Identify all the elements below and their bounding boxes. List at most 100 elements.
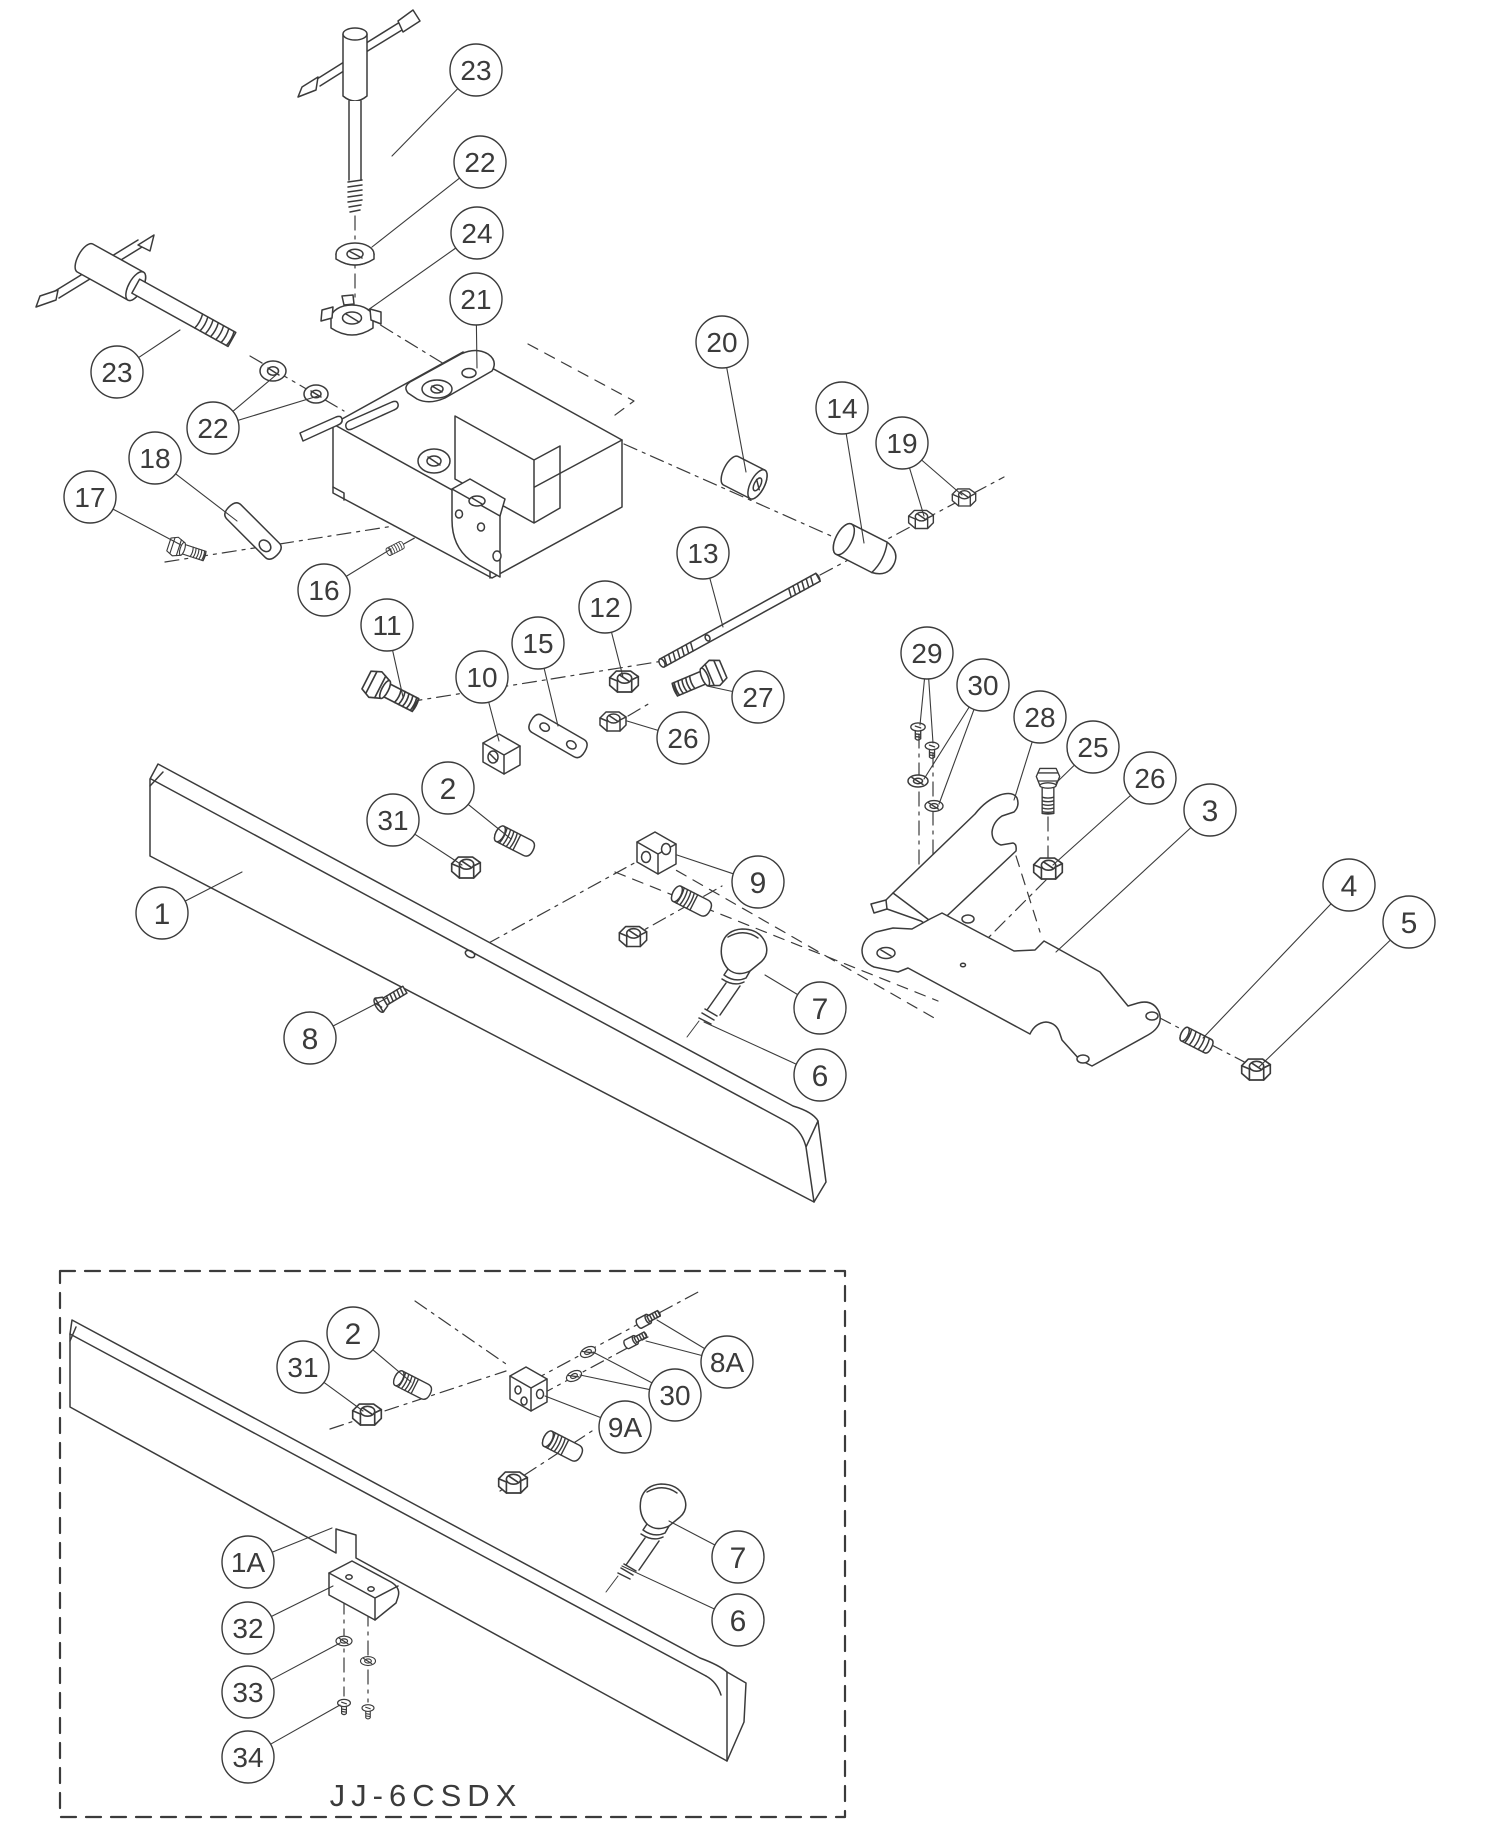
leader-line [923,706,970,780]
balloon-22: 22 [453,135,507,189]
balloon-number: 13 [687,538,718,569]
washer-30b-icon [924,799,944,813]
balloon-18: 18 [128,431,182,485]
leader-line [928,678,934,744]
inset-lock-knob-icon [605,1483,687,1593]
leader-line [921,459,963,496]
leader-line [467,803,512,840]
leader-line [270,1642,341,1681]
slide-block-icon [482,733,521,775]
balloon-14: 14 [815,381,869,435]
balloon-26: 26 [1123,751,1177,805]
balloon-number: 21 [460,284,491,315]
balloon-circle [283,1011,337,1065]
balloon-number: 17 [74,482,105,513]
balloon-33: 33 [221,1665,275,1719]
hex-nut-19a-icon [907,509,935,530]
balloon-17: 17 [63,470,117,524]
balloon-circle [711,1593,765,1647]
balloon-number: 33 [232,1677,263,1708]
balloon-number: 12 [589,592,620,623]
balloon-circle [326,1306,380,1360]
balloon-30: 30 [956,658,1010,712]
leader-line [709,577,724,628]
balloon-8A: 8A [700,1335,754,1389]
balloon-number: 1 [154,898,171,931]
balloon-3: 3 [1183,783,1237,837]
balloon-number: 7 [812,993,829,1026]
balloon-31: 31 [366,793,420,847]
balloon-number: 6 [812,1060,829,1093]
balloon-21: 21 [449,272,503,326]
pivot-roller-icon [832,522,897,575]
balloon-circle [578,580,632,634]
t-handle-bolt-left-icon [35,234,237,348]
balloon-7: 7 [711,1530,765,1584]
leader-line [938,708,975,805]
balloon-number: 6 [730,1605,747,1638]
screw-29a-icon [910,722,926,741]
leader-line [919,678,926,726]
balloon-circle [1382,895,1436,949]
balloon-circle [900,626,954,680]
balloon-circle [297,563,351,617]
balloon-circle [135,886,189,940]
balloon-circle [656,711,710,765]
leader-line [367,247,457,311]
hex-bolt-25-icon [1035,767,1061,815]
balloon-12: 12 [578,580,632,634]
slide-plate-icon [861,912,1161,1067]
inset-guide-block-icon [509,1366,548,1412]
hex-nut-5-icon [1240,1058,1272,1081]
stop-block-icon [328,1560,400,1621]
balloon-6: 6 [711,1593,765,1647]
balloon-circle [1322,858,1376,912]
leader-line [764,974,799,996]
mount-bracket-icon [451,478,506,578]
balloon-number: 19 [886,428,917,459]
leader-line [908,467,925,517]
stud-9-icon [668,883,715,919]
leader-line [626,720,659,731]
balloon-23: 23 [449,43,503,97]
balloon-number: 32 [232,1613,263,1644]
balloon-circle [449,43,503,97]
balloon-number: 15 [522,628,553,659]
flat-washer-icon [335,242,375,266]
hex-bolt-27-icon [668,655,730,704]
balloon-number: 26 [667,723,698,754]
balloon-number: 4 [1341,870,1358,903]
balloon-27: 27 [731,670,785,724]
hex-nut-9-icon [618,925,648,948]
hex-nut-31-icon [450,856,482,879]
balloon-number: 9A [608,1412,643,1443]
balloon-circle [695,315,749,369]
leader-line [1055,827,1192,953]
balloon-number: 16 [308,575,339,606]
balloon-circle [276,1340,330,1394]
balloons: 2322242123221817162014191312151110272629… [63,43,1436,1784]
hex-bolt-11-icon [359,666,424,719]
balloon-number: 8 [302,1023,319,1056]
balloon-number: 30 [659,1380,690,1411]
set-screw-4-icon [1177,1025,1216,1056]
balloon-circle [450,206,504,260]
leader-line [232,374,277,412]
inset-fence-bar-icon [69,1319,747,1762]
balloon-26: 26 [656,711,710,765]
threaded-rod-icon [658,572,821,668]
balloon-circle [221,1665,275,1719]
balloon-circle [793,981,847,1035]
balloon-circle [128,431,182,485]
leader-line [1055,764,1075,784]
pointer-bracket-icon [870,792,1019,930]
balloon-29: 29 [900,626,954,680]
balloon-number: 23 [101,357,132,388]
leader-line [184,871,243,902]
leader-line [138,329,181,359]
leader-line [332,997,388,1027]
balloon-number: 20 [706,327,737,358]
balloon-circle [1066,720,1120,774]
leader-line [270,1704,341,1745]
